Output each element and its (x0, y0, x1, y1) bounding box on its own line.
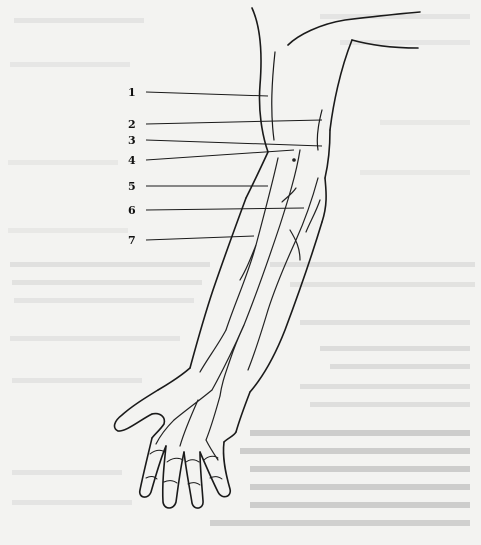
callout-labels: 1 2 3 4 5 6 7 (128, 86, 136, 247)
callout-label-5: 5 (128, 180, 136, 193)
callout-label-4: 4 (128, 154, 136, 167)
bleed-through-background (8, 14, 475, 526)
callout-label-1: 1 (128, 86, 136, 99)
callout-label-6: 6 (128, 204, 136, 217)
callout-label-2: 2 (128, 118, 136, 131)
callout-label-3: 3 (128, 134, 136, 147)
callout-leaders (146, 92, 322, 240)
veins (156, 150, 320, 460)
vein-junction-dot (292, 158, 296, 162)
callout-label-7: 7 (128, 234, 136, 247)
